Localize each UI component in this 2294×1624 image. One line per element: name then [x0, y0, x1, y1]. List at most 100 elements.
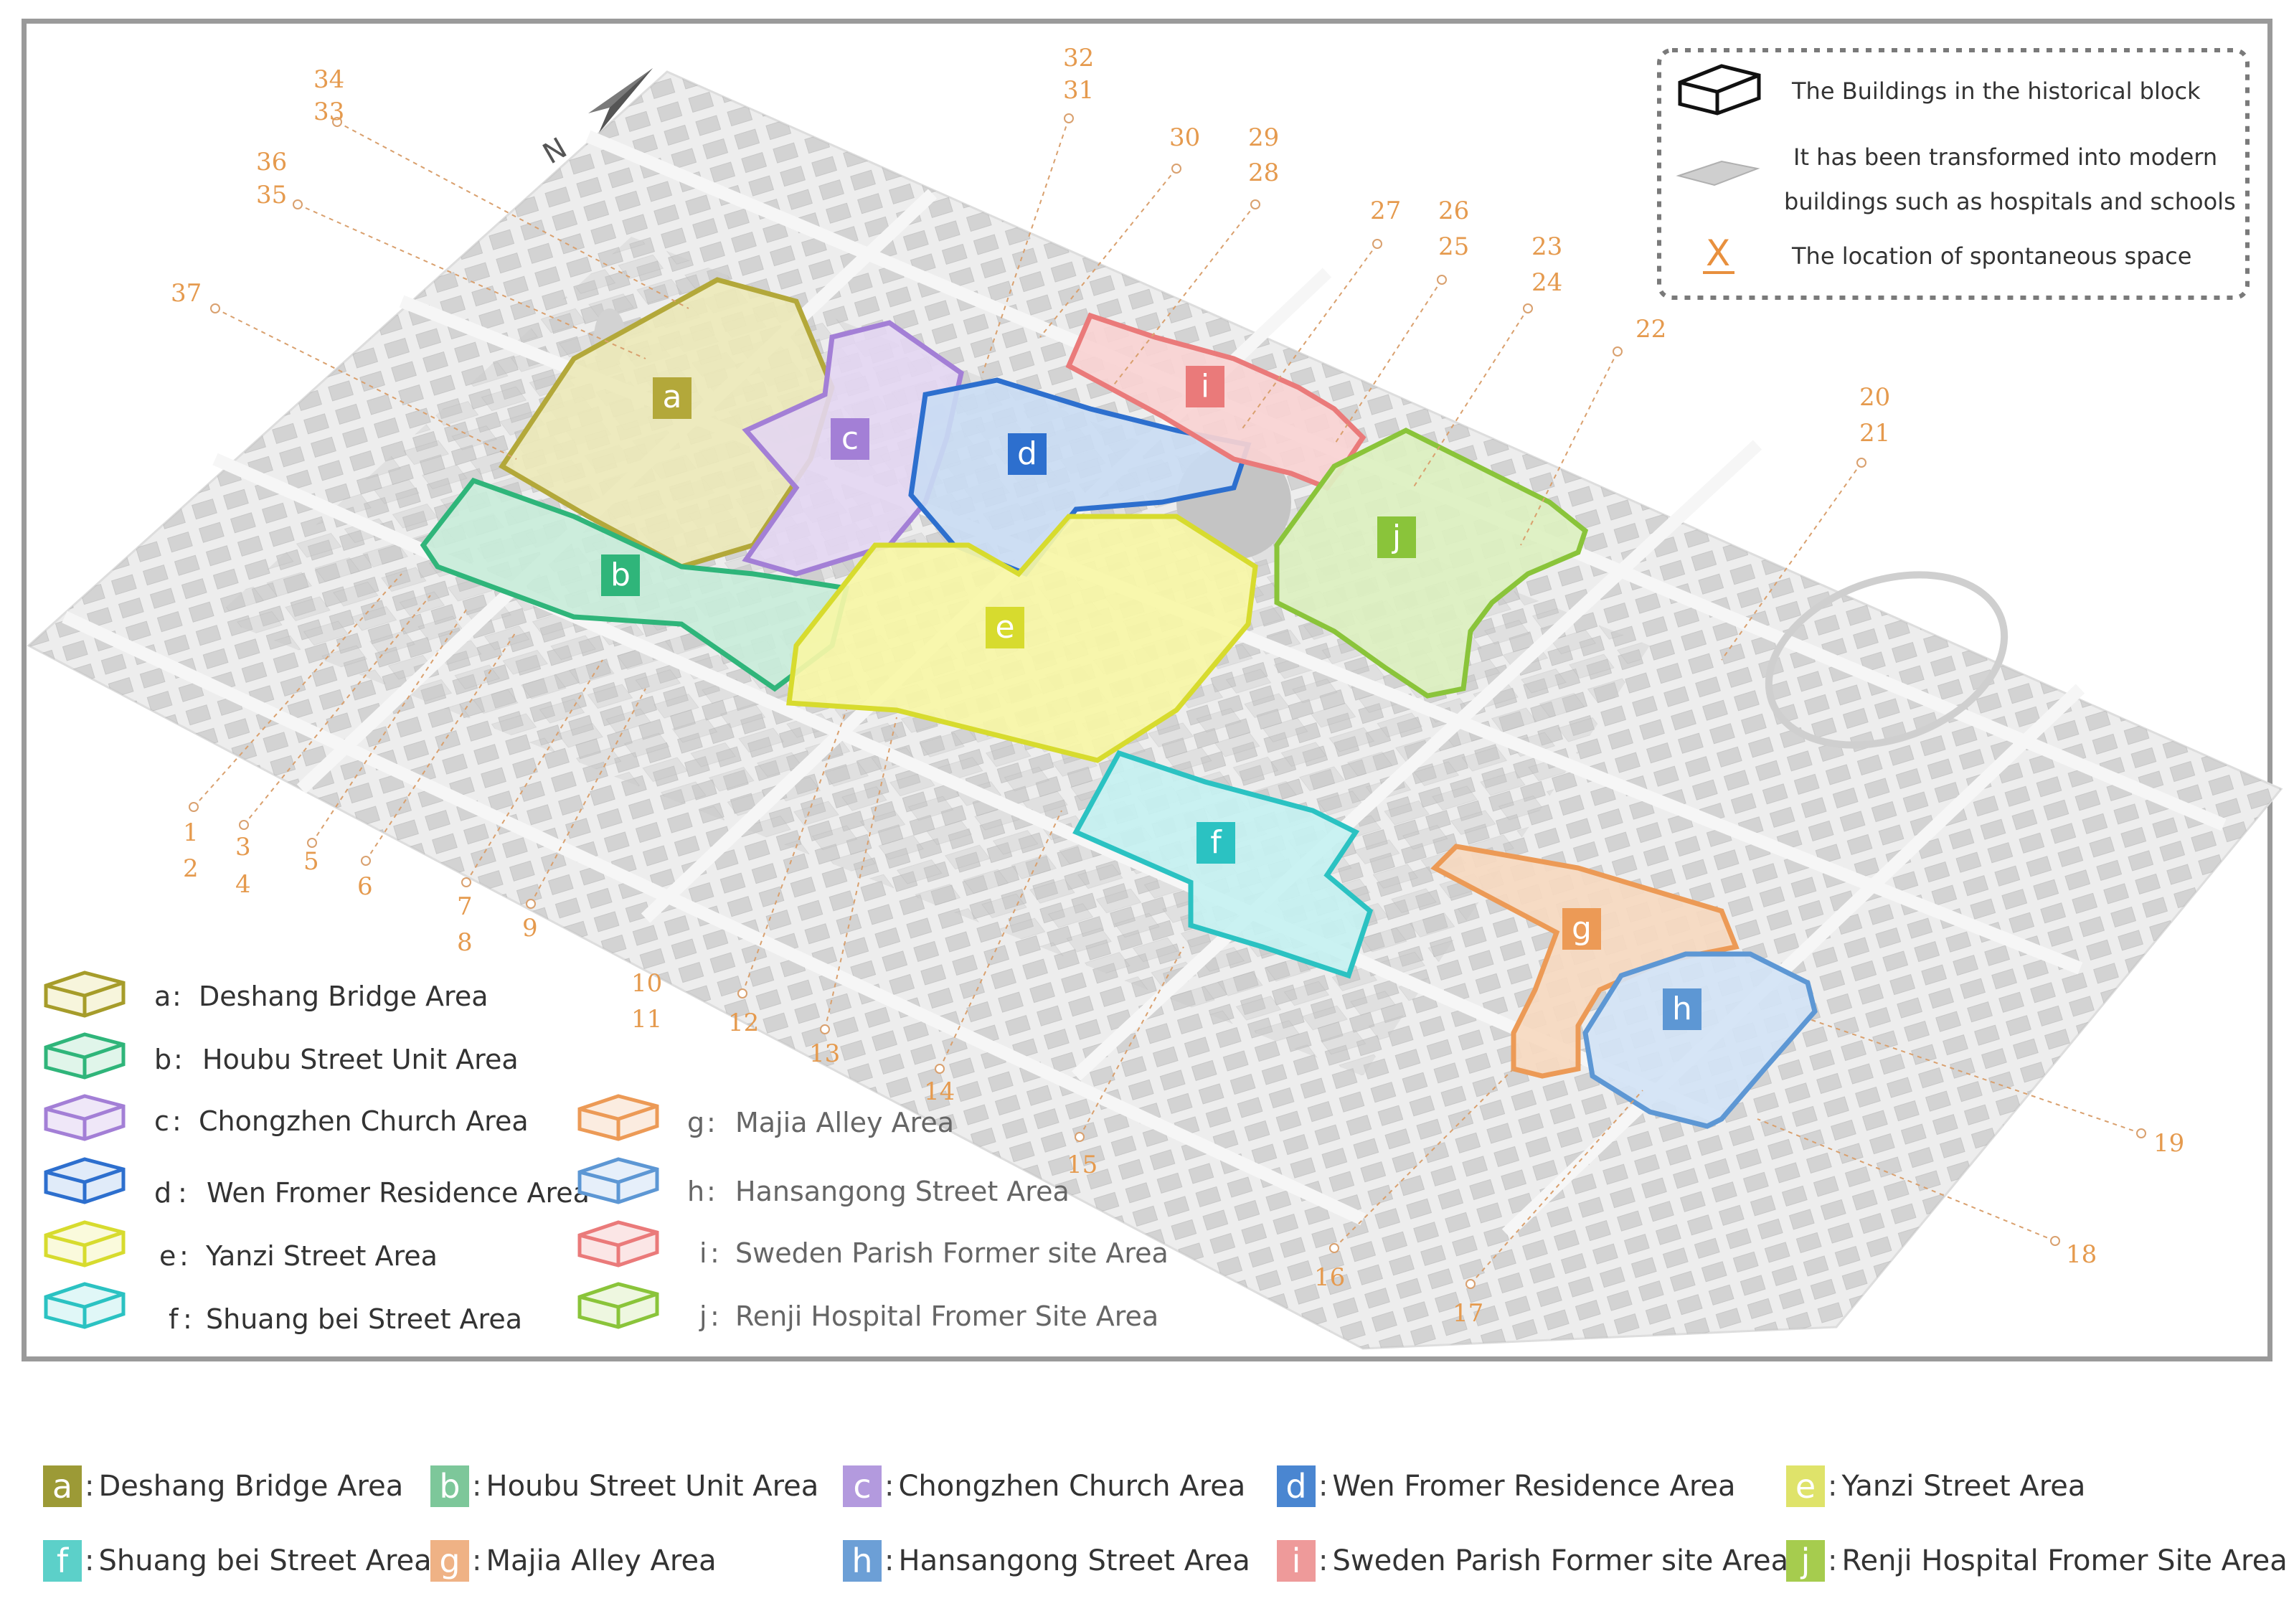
point-label-17: 17 [1453, 1299, 1483, 1328]
svg-text:c: c [154, 1105, 169, 1137]
svg-text:Hansangong Street Area: Hansangong Street Area [735, 1176, 1070, 1207]
point-label-11: 11 [631, 1005, 662, 1034]
area-d-letter: d [1017, 435, 1037, 472]
area-b-letter: b [610, 557, 631, 593]
area-legend: a : Deshang Bridge Area b : Houbu Street… [44, 971, 1169, 1335]
svg-text::: : [710, 1300, 719, 1332]
point-label-36: 36 [256, 148, 287, 176]
point-label-26: 26 [1438, 197, 1469, 225]
point-label-28: 28 [1248, 159, 1279, 187]
swatch-a: a [43, 1465, 82, 1507]
point-label-20: 20 [1859, 383, 1890, 412]
area-j[interactable]: j [1274, 428, 1589, 699]
svg-text:Houbu Street Unit Area: Houbu Street Unit Area [202, 1044, 519, 1075]
point-label-35: 35 [256, 181, 287, 209]
point-label-18: 18 [2066, 1240, 2097, 1269]
point-label-9: 9 [522, 914, 538, 943]
point-label-13: 13 [809, 1039, 840, 1068]
area-f[interactable]: f [1072, 750, 1374, 979]
svg-text::: : [172, 1105, 181, 1137]
legend-d: d : Wen Fromer Residence Area [44, 1157, 590, 1209]
bottom-legend-e: e : Yanzi Street Area [1786, 1463, 2085, 1509]
bottom-legend-b: b : Houbu Street Unit Area [430, 1463, 818, 1509]
key-spontaneous: The location of spontaneous space [1791, 242, 2191, 270]
svg-text::: : [707, 1176, 716, 1207]
label-c: Chongzhen Church Area [898, 1470, 1246, 1503]
legend-g: g : Majia Alley Area [577, 1094, 954, 1141]
area-f-letter: f [1210, 824, 1222, 861]
point-label-1: 1 [183, 818, 199, 847]
point-label-4: 4 [235, 870, 251, 899]
svg-text::: : [172, 981, 181, 1012]
point-label-14: 14 [924, 1077, 955, 1106]
point-label-5: 5 [303, 847, 319, 876]
label-b: Houbu Street Unit Area [486, 1470, 819, 1503]
label-i: Sweden Parish Former site Area [1332, 1544, 1789, 1577]
point-label-19: 19 [2153, 1129, 2184, 1158]
point-label-25: 25 [1438, 232, 1469, 261]
map-key: The Buildings in the historical block It… [1657, 48, 2250, 300]
svg-text:i: i [699, 1237, 707, 1269]
svg-text:Shuang bei Street Area: Shuang bei Street Area [206, 1303, 522, 1335]
legend-a: a : Deshang Bridge Area [44, 971, 488, 1018]
area-e-letter: e [995, 609, 1014, 646]
label-g: Majia Alley Area [486, 1544, 717, 1577]
area-c-letter: c [841, 420, 859, 457]
swatch-h: h [843, 1540, 882, 1582]
spontaneous-marker: X [1706, 232, 1730, 274]
area-e[interactable]: e [786, 514, 1258, 763]
swatch-e: e [1786, 1465, 1825, 1507]
svg-text::: : [710, 1237, 719, 1269]
bottom-legend-a: a : Deshang Bridge Area [43, 1463, 403, 1509]
svg-text::: : [707, 1107, 716, 1138]
point-label-23: 23 [1531, 232, 1562, 261]
label-f: Shuang bei Street Area [98, 1544, 432, 1577]
key-modern-line2: buildings such as hospitals and schools [1784, 188, 2236, 215]
swatch-b: b [430, 1465, 469, 1507]
point-label-34: 34 [313, 65, 344, 94]
modern-building-icon [1676, 160, 1760, 187]
point-label-30: 30 [1169, 123, 1200, 152]
area-h[interactable]: h [1582, 951, 1818, 1129]
point-label-29: 29 [1248, 123, 1279, 152]
label-j: Renji Hospital Fromer Site Area [1841, 1544, 2288, 1577]
point-label-37: 37 [171, 279, 202, 308]
svg-text:Sweden Parish Former site Area: Sweden Parish Former site Area [735, 1237, 1169, 1269]
bottom-legend-f: f : Shuang bei Street Area [43, 1538, 432, 1584]
legend-h: h : Hansangong Street Area [577, 1157, 1070, 1207]
swatch-f: f [43, 1540, 82, 1582]
svg-text:Renji Hospital Fromer Site Are: Renji Hospital Fromer Site Area [735, 1300, 1158, 1332]
legend-i: i : Sweden Parish Former site Area [577, 1220, 1169, 1269]
svg-text:g: g [687, 1107, 704, 1138]
legend-c: c : Chongzhen Church Area [44, 1094, 529, 1141]
area-a-letter: a [663, 379, 682, 415]
point-label-21: 21 [1859, 419, 1890, 448]
svg-text:b: b [154, 1044, 171, 1075]
leader-lines [193, 118, 2142, 1285]
legend-j: j : Renji Hospital Fromer Site Area [577, 1282, 1158, 1332]
svg-text:Majia Alley Area: Majia Alley Area [735, 1107, 954, 1138]
svg-text::: : [174, 1044, 183, 1075]
svg-text:Wen Fromer Residence Area: Wen Fromer Residence Area [207, 1177, 590, 1209]
point-label-15: 15 [1067, 1151, 1098, 1179]
swatch-c: c [843, 1465, 882, 1507]
point-label-16: 16 [1314, 1263, 1345, 1292]
area-j-letter: j [1392, 519, 1401, 555]
label-a: Deshang Bridge Area [98, 1470, 404, 1503]
label-h: Hansangong Street Area [898, 1544, 1250, 1577]
point-labels: 1 2 3 4 5 6 7 8 9 10 11 12 13 14 15 16 1… [171, 44, 2184, 1328]
point-label-31: 31 [1063, 76, 1094, 105]
area-i-letter: i [1201, 368, 1209, 405]
bottom-legend-i: i : Sweden Parish Former site Area [1277, 1538, 1788, 1584]
key-historical: The Buildings in the historical block [1791, 77, 2201, 105]
svg-text:Deshang Bridge Area: Deshang Bridge Area [199, 981, 488, 1012]
point-label-6: 6 [357, 872, 373, 901]
point-label-3: 3 [235, 833, 251, 861]
area-d[interactable]: d [908, 377, 1252, 577]
point-label-8: 8 [457, 928, 473, 957]
area-i[interactable]: i [1065, 312, 1367, 491]
bottom-legend-h: h : Hansangong Street Area [843, 1538, 1250, 1584]
svg-text::: : [183, 1303, 192, 1335]
label-d: Wen Fromer Residence Area [1332, 1470, 1736, 1503]
area-g[interactable]: g [1430, 844, 1740, 1079]
